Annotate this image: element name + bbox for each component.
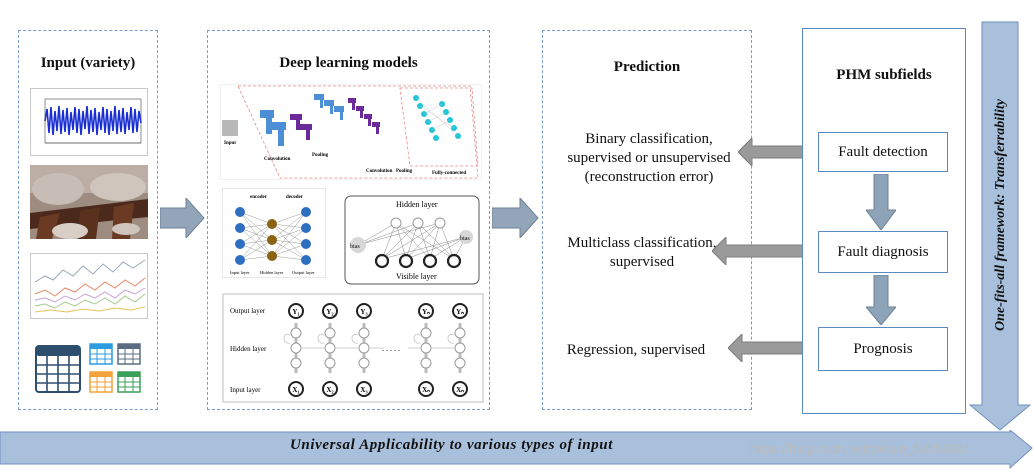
cnn-label-fc: Fully-connected — [432, 171, 466, 176]
cnn-label-input: Input — [224, 141, 236, 146]
bottom-banner-arrow — [0, 430, 1033, 470]
rbm-label-hidden: Hidden layer — [396, 200, 438, 209]
rnn-x3: X₃ — [360, 386, 367, 394]
input-panel: Input (variety) — [18, 30, 158, 410]
rnn-y5: Yₙ — [456, 308, 464, 316]
arrow-models-to-prediction — [492, 198, 539, 238]
photo-thumbnail — [30, 165, 148, 239]
phm-fault-detection: Fault detection — [818, 132, 948, 172]
rnn-dots: . . . . . — [382, 344, 400, 353]
rbm-diagram: Hidden layer Visible layer bias bias — [344, 195, 480, 285]
input-panel-title: Input (variety) — [40, 55, 136, 71]
ae-label-decoder: decoder — [286, 195, 304, 200]
down-arrow-detection-to-diagnosis — [866, 174, 896, 230]
prediction-regression: Regression, supervised — [566, 342, 706, 358]
rnn-y2: Y₂ — [326, 308, 333, 316]
prediction-panel: Prediction — [542, 30, 752, 410]
bidir-arrow-diagnosis — [712, 237, 818, 265]
watermark: https://blog.csdn.net/weixin_50556981 — [750, 441, 972, 456]
cnn-label-conv2: Convolution — [366, 169, 393, 174]
phm-prognosis: Prognosis — [818, 327, 948, 371]
table-icon-large — [35, 345, 81, 393]
down-arrow-diagnosis-to-prognosis — [866, 275, 896, 325]
rnn-label-output: Output layer — [230, 307, 266, 315]
models-panel-title: Deep learning models — [279, 55, 418, 71]
models-panel: Deep learning models — [207, 30, 490, 410]
phm-panel-title: PHM subfields — [836, 67, 932, 83]
rnn-y3: Y₃ — [360, 308, 367, 316]
rnn-y4: Yₙ — [422, 308, 430, 316]
rnn-y1: Y₁ — [292, 308, 299, 316]
rnn-label-input: Input layer — [230, 386, 261, 394]
phm-fault-diagnosis: Fault diagnosis — [818, 231, 948, 273]
cnn-label-pool1: Pooling — [312, 153, 329, 158]
rbm-label-visible: Visible layer — [396, 272, 437, 281]
timeseries-thumbnail — [30, 253, 148, 319]
rbm-label-bias-left: bias — [350, 244, 360, 250]
prediction-panel-title: Prediction — [613, 59, 681, 75]
ae-label-in: Input layer — [230, 270, 250, 275]
prediction-binary: Binary classification, supervised or uns… — [567, 131, 731, 185]
ae-label-encoder: encoder — [250, 195, 268, 200]
cnn-label-conv1: Convolution — [264, 157, 291, 162]
rnn-diagram: Y₁ Y₂ Y₃ Yₙ Yₙ X₁ X₂ X₃ Xₙ Xₙ . . . . . … — [222, 293, 484, 403]
rnn-x1: X₁ — [292, 386, 299, 394]
cnn-label-pool2: Pooling — [396, 169, 413, 174]
arrow-input-to-models — [160, 198, 205, 238]
ae-label-hidden: Hidden layer — [260, 270, 284, 275]
prediction-multiclass: Multiclass classification, supervised — [567, 235, 717, 270]
bidir-arrow-prognosis — [728, 334, 818, 362]
rnn-x2: X₂ — [326, 386, 333, 394]
signal-plot-thumbnail — [30, 88, 148, 156]
autoencoder-diagram: encoder decoder Input layer Hidden layer… — [221, 187, 327, 279]
rnn-label-hidden: Hidden layer — [230, 345, 267, 353]
bottom-banner-text: Universal Applicability to various types… — [290, 437, 614, 453]
side-banner-arrow — [968, 21, 1032, 431]
cnn-diagram: Input Convolution Pooling Convolution Po… — [219, 83, 483, 181]
bidir-arrow-detection — [738, 138, 818, 166]
ae-label-out: Output layer — [292, 270, 315, 275]
rnn-x4: Xₙ — [422, 386, 430, 394]
rbm-label-bias-right: bias — [460, 236, 470, 242]
tabular-data-icons — [30, 338, 148, 400]
rnn-x5: Xₙ — [456, 386, 464, 394]
